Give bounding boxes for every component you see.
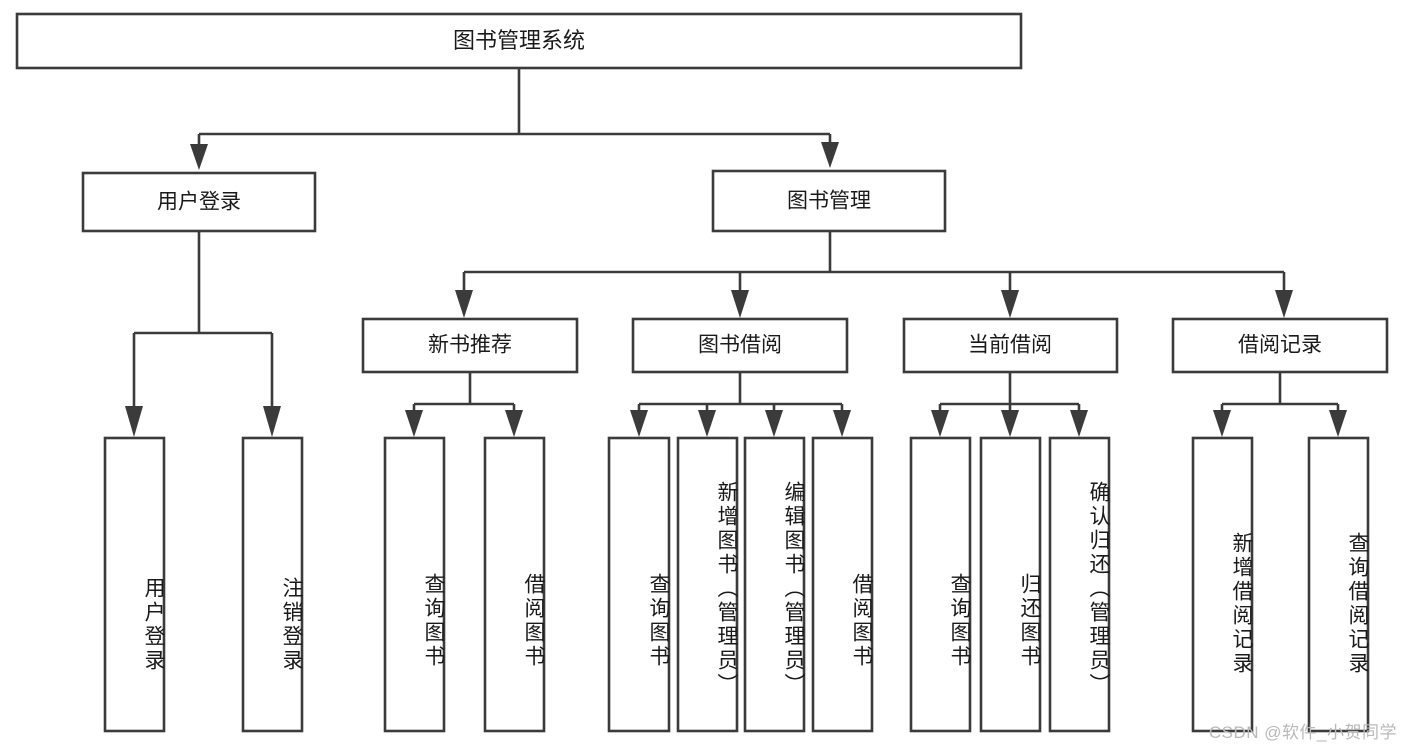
arrow-to-leaf-query-book-2 [630,410,648,437]
arrow-to-book-borrow [731,290,749,318]
connector-layer [125,68,1347,437]
node-root-label: 图书管理系统 [453,28,585,53]
node-leaf-query-book-3-box[interactable] [909,436,972,733]
arrow-to-current-borrow [1001,290,1019,318]
node-layer: 图书管理系统 用户登录 图书管理 新书推荐 图书借阅 当前借阅 借阅记录 [15,12,1389,733]
node-user-login-box[interactable] [81,171,317,233]
node-borrow-record-label: 借阅记录 [1238,334,1322,357]
node-leaf-borrow-book-1-box[interactable] [483,436,546,733]
node-current-borrow-box[interactable] [902,317,1119,374]
node-leaf-query-book-1-box[interactable] [383,436,446,733]
node-book-borrow-box[interactable] [631,317,849,374]
node-borrow-record-box[interactable] [1171,317,1389,374]
node-leaf-add-book-admin-box[interactable] [676,436,739,733]
node-leaf-query-borrow-record-box[interactable] [1307,436,1370,733]
arrow-to-leaf-query-book-3 [931,410,949,437]
node-book-management-label: 图书管理 [787,190,871,213]
arrow-to-borrow-record [1275,290,1293,318]
node-new-book-recommend-box[interactable] [361,317,579,374]
node-new-book-recommend-label: 新书推荐 [428,334,512,357]
node-leaf-return-book-box[interactable] [979,436,1042,733]
arrow-to-leaf-query-book-1 [405,410,423,437]
arrow-to-leaf-add-borrow-record [1213,410,1231,437]
arrow-root-to-book-management [821,142,839,168]
node-leaf-add-borrow-record-box[interactable] [1191,436,1254,733]
arrow-to-leaf-user-login [125,406,143,437]
node-book-borrow-label: 图书借阅 [698,334,782,357]
node-leaf-edit-book-admin-box[interactable] [743,436,806,733]
arrow-to-leaf-edit-book-admin [765,410,783,437]
node-leaf-user-login-box[interactable] [103,436,166,733]
arrow-to-leaf-confirm-return-admin [1070,410,1088,437]
arrow-to-new-book-recommend [455,290,473,318]
csdn-watermark: CSDN @软件_小贺同学 [1208,723,1397,742]
arrow-to-leaf-query-borrow-record [1329,410,1347,437]
arrow-to-leaf-borrow-book-2 [833,410,851,437]
arrow-root-to-user-login [190,144,208,170]
node-current-borrow-label: 当前借阅 [968,334,1052,357]
node-leaf-borrow-book-2-box[interactable] [811,436,874,733]
arrow-to-leaf-return-book [1001,410,1019,437]
node-leaf-confirm-return-admin-box[interactable] [1048,436,1111,733]
node-root-box[interactable] [15,12,1023,70]
arrow-to-leaf-logout-login [263,406,281,437]
node-leaf-logout-login-box[interactable] [241,436,304,733]
arrow-to-leaf-borrow-book-1 [505,410,523,437]
node-user-login-label: 用户登录 [157,191,241,214]
node-leaf-query-book-2-box[interactable] [607,436,671,733]
arrow-to-leaf-add-book-admin [698,410,716,437]
node-book-management-box[interactable] [711,169,947,233]
